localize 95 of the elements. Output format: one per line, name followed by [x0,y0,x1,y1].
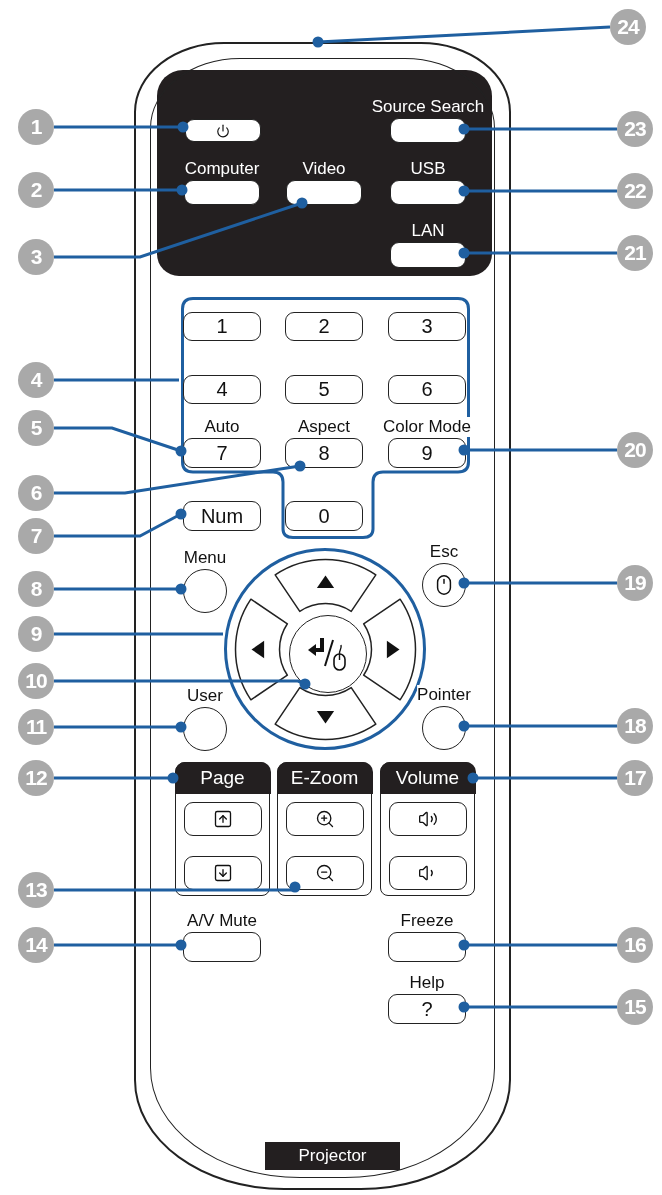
number-button: 1 [183,312,261,341]
leader-line [54,460,306,495]
callout-number: 19 [617,565,653,601]
leader-line [458,123,617,135]
group-header: Volume [379,761,476,794]
callout-number: 14 [18,927,54,963]
button-label: Help [409,973,445,993]
leader-line [458,577,617,589]
callout-number: 12 [18,760,54,796]
group-header: E-Zoom [276,761,373,794]
callout-number: 20 [617,432,653,468]
number-button: 4 [183,375,261,404]
leader-line [54,678,311,690]
menu-button [183,569,227,613]
callout-number: 22 [617,173,653,209]
callout-number: 23 [617,111,653,147]
number-button: 2 [285,312,363,341]
leader-line [458,1001,617,1013]
button-label: Source Search [371,97,485,117]
esc-button [422,563,466,607]
button-label: LAN [411,221,445,241]
button-label: Aspect [298,417,350,437]
leader-line [458,444,617,456]
source-button [390,242,466,268]
leader-line [54,197,308,259]
callout-number: 18 [617,708,653,744]
leader-line [54,184,188,196]
callout-number: 6 [18,475,54,511]
leader-line [458,939,617,951]
callout-number: 5 [18,410,54,446]
callout-number: 8 [18,571,54,607]
number-button: 8 [285,438,363,468]
mute-button [183,932,261,962]
number-button: 9 [388,438,466,468]
button-label: Video [302,159,346,179]
leader-line [54,772,179,784]
leader-line [458,185,617,197]
pointer-button [422,706,466,750]
callout-number: 24 [610,9,646,45]
user-button [183,707,227,751]
callout-number: 3 [18,239,54,275]
num-button: Num [183,501,261,531]
callout-number: 1 [18,109,54,145]
callout-number: 2 [18,172,54,208]
group-header: Page [174,761,271,794]
power-button [185,119,261,142]
leader-line [467,772,617,784]
leader-line [54,881,301,893]
button-label: USB [410,159,446,179]
button-label: Color Mode [383,417,471,437]
number-button: 7 [183,438,261,468]
zoom-out-button [286,856,364,890]
leader-line [458,720,617,732]
source-button [184,180,260,205]
button-label: Computer [184,159,260,179]
button-group [277,762,372,896]
callout-number: 4 [18,362,54,398]
volume-up-button [389,802,467,836]
remote-body [134,42,511,1190]
leader-line [54,939,187,951]
number-button: 6 [388,375,466,404]
source-button [286,180,362,205]
callout-number: 15 [617,989,653,1025]
leader-line [312,25,611,48]
callout-number: 17 [617,760,653,796]
callout-number: 11 [18,709,54,745]
volume-down-button [389,856,467,890]
enter-button [289,615,367,693]
source-button [390,180,466,205]
help-button: ? [388,994,466,1024]
callout-number: 7 [18,518,54,554]
number-button: 3 [388,312,466,341]
leader-line [54,632,223,636]
product-label: Projector [265,1142,400,1170]
callout-number: 10 [18,663,54,699]
freeze-button [388,932,466,962]
leader-line [54,721,187,733]
number-button: 0 [285,501,363,531]
leader-line [54,121,189,133]
leader-line [54,508,187,538]
leader-line [54,378,179,382]
callout-number: 21 [617,235,653,271]
callout-number: 16 [617,927,653,963]
callout-number: 13 [18,872,54,908]
leader-line [458,247,617,259]
page-up-button [184,802,262,836]
leader-line [54,426,187,457]
callout-number: 9 [18,616,54,652]
button-group [380,762,475,896]
button-group [175,762,270,896]
search-button [390,118,466,143]
page-down-button [184,856,262,890]
leader-line [54,583,187,595]
number-button: 5 [285,375,363,404]
zoom-in-button [286,802,364,836]
